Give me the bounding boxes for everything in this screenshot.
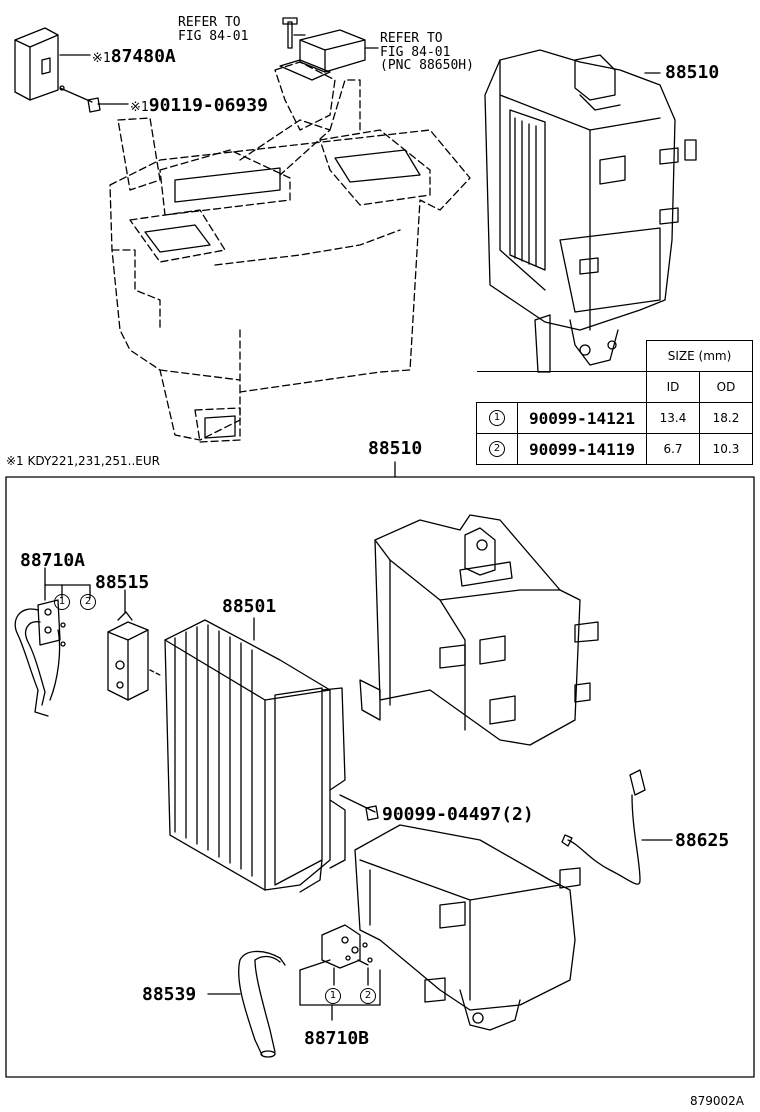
bolt-90119 [87, 97, 129, 113]
screw-90099-04497 [365, 805, 379, 821]
refer-label-1: REFER TO FIG 84-01 [178, 15, 249, 44]
size-table-row: 2 90099-14119 6.7 10.3 [476, 433, 753, 465]
part-88710b-label: 88710B [304, 1028, 370, 1049]
thermistor [561, 769, 646, 885]
circle-mark-1: 1 [54, 594, 70, 610]
size-table-blank [476, 340, 647, 372]
size-table-title: SIZE (mm) [646, 340, 753, 372]
applicability-note: ※1 KDY221,231,251..EUR [6, 454, 160, 468]
size-table-blank-2 [476, 371, 647, 403]
part-88501-label: 88501 [222, 596, 277, 617]
relay-top [279, 17, 366, 81]
circle-mark-1: 1 [489, 410, 505, 426]
id-value: 13.4 [646, 402, 700, 434]
part-88510-box-label: 88510 [368, 438, 423, 459]
part-90119-label: ※190119-06939 [130, 97, 268, 115]
part-90099-04497-label: 90099-04497(2) [382, 804, 534, 825]
expansion-valve [107, 611, 161, 701]
unit-case-upper [359, 514, 599, 746]
part-88510-top-label: 88510 [665, 62, 720, 83]
unit-case-lower [354, 824, 581, 1031]
part-number-90099-14121: 90099-14121 [517, 402, 647, 434]
cooling-unit-assembly-top [484, 49, 697, 373]
evaporator-core [164, 619, 346, 893]
module-87480a [14, 27, 65, 101]
figure-code: 879002A [690, 1094, 745, 1108]
drain-hose [238, 950, 286, 1058]
part-88515-label: 88515 [95, 572, 150, 593]
circle-mark-2: 2 [80, 594, 96, 610]
od-value: 18.2 [699, 402, 753, 434]
part-88539-label: 88539 [142, 984, 197, 1005]
part-number-90119: 90119-06939 [148, 95, 268, 116]
ac-housing-phantom [109, 61, 471, 443]
circle-mark-2: 2 [489, 441, 505, 457]
circle-mark-1: 1 [325, 988, 341, 1004]
part-number-87480a: 87480A [110, 46, 176, 67]
note-mark-90119: ※1 [130, 100, 149, 115]
exploded-view-frame [5, 476, 755, 1078]
pipe-fitting-88710b [321, 924, 373, 969]
note-mark-87480a: ※1 [92, 51, 111, 66]
size-table-row: 1 90099-14121 13.4 18.2 [476, 402, 753, 434]
circle-mark-2: 2 [360, 988, 376, 1004]
part-87480a-label: ※187480A [92, 48, 176, 66]
part-number-90099-14119: 90099-14119 [517, 433, 647, 465]
od-value: 10.3 [699, 433, 753, 465]
part-88710a-label: 88710A [20, 550, 86, 571]
size-table-col-id: ID [646, 371, 700, 403]
id-value: 6.7 [646, 433, 700, 465]
refer-label-2: REFER TO FIG 84-01 (PNC 88650H) [380, 31, 474, 74]
size-table-col-od: OD [699, 371, 753, 403]
size-table: SIZE (mm) ID OD 1 90099-14121 13.4 18.2 … [476, 340, 753, 465]
pipe-88710a [14, 599, 66, 717]
part-88625-label: 88625 [675, 830, 730, 851]
